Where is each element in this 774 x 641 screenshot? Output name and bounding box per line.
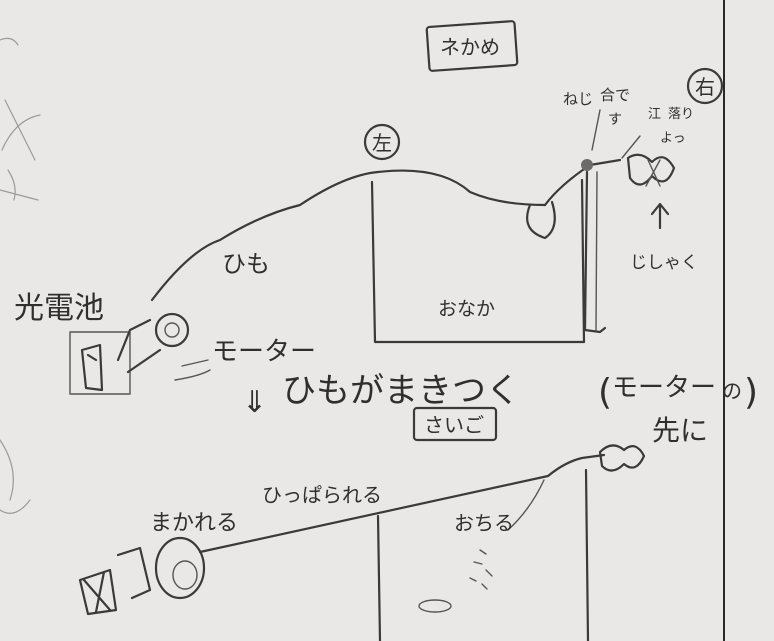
title-box <box>425 20 519 72</box>
stomach-box-bottom <box>376 468 590 641</box>
string-label: ひも <box>222 250 270 278</box>
bow-bottom-icon <box>598 444 646 472</box>
solar-panel <box>80 343 104 392</box>
magnet-label: じしゃく <box>630 253 698 273</box>
paren-motor: モーター <box>612 373 716 403</box>
clip-arrow <box>621 135 641 159</box>
edge-scribble-bottom <box>0 439 31 514</box>
falls-label: おちる <box>454 511 514 535</box>
edge-scribble <box>0 37 41 201</box>
hook-note-2: 合で <box>600 86 630 104</box>
bow-center <box>645 159 661 187</box>
motor-bottom-inner <box>172 560 198 590</box>
final-box-label: さいご <box>424 413 484 437</box>
left-marker: 左 <box>372 131 392 155</box>
hook-knot <box>581 159 593 171</box>
falls-arrow <box>507 479 545 531</box>
final-box <box>412 406 498 442</box>
hook-note-3: す <box>608 112 622 128</box>
motor-bottom <box>154 536 206 600</box>
magnet-arrow <box>650 202 670 230</box>
solar-panel-bottom <box>78 568 118 616</box>
right-marker-circle <box>686 67 724 105</box>
right-marker: 右 <box>695 75 715 99</box>
bow-icon <box>626 153 676 186</box>
string-line-bottom <box>198 453 606 554</box>
pulled-label: ひっぱられる <box>262 483 382 507</box>
motor-bottom-body <box>116 546 152 600</box>
motor-arrows <box>174 359 211 381</box>
left-marker-circle <box>363 123 401 161</box>
instruction-text: ひもがまきつく <box>282 371 520 411</box>
title-box-label: ネかめ <box>440 35 500 59</box>
rope-down-2 <box>595 171 598 331</box>
motor-top <box>154 312 190 348</box>
clip-note-3: よっ <box>660 131 686 146</box>
down-arrow-icon: ⇓ <box>242 385 267 420</box>
pulley-left <box>526 200 556 240</box>
motor-label: モーター <box>212 337 316 367</box>
fallen-piece <box>418 599 452 613</box>
solar-cell-label: 光電池 <box>14 291 104 326</box>
falling-pieces <box>469 549 493 590</box>
hook-arrow <box>591 109 601 151</box>
tip-label: 先に <box>652 414 708 447</box>
paren-no: の <box>722 379 742 403</box>
stomach-box <box>370 178 586 344</box>
solar-cell-box <box>69 331 131 395</box>
rope-down <box>583 170 607 334</box>
paren-open: ( <box>598 372 612 413</box>
paren-close: ) <box>744 372 758 413</box>
clip-note-2: 落り <box>668 107 694 122</box>
motor-wires <box>116 318 162 374</box>
motor-top-inner <box>164 322 180 338</box>
stomach-label: おなか <box>438 298 495 320</box>
clip-note: 江 <box>648 107 661 122</box>
string-line <box>150 169 547 302</box>
hook-note: ねじ <box>563 90 593 108</box>
wound-label: まかれる <box>150 511 238 536</box>
